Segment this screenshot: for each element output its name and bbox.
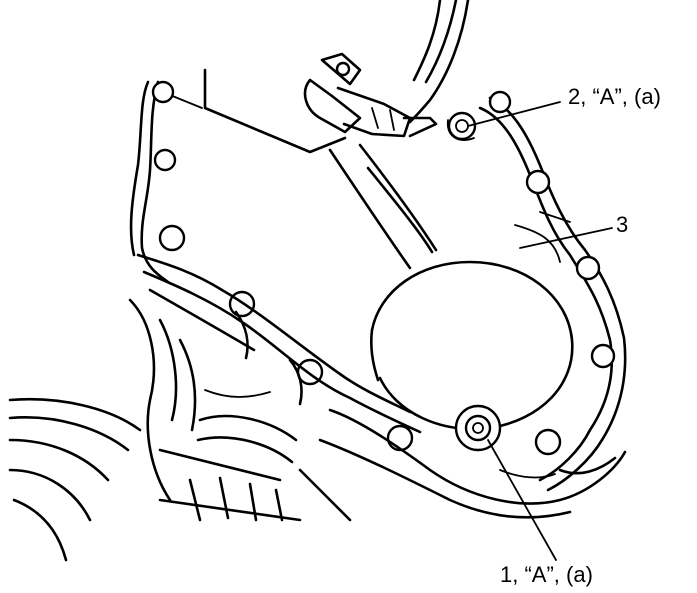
leader-line-1	[487, 439, 557, 561]
cover-ribs	[328, 143, 438, 270]
bolt-1	[454, 404, 502, 452]
callout-label-1: 1, “A”, (a)	[500, 562, 593, 587]
callout-label-3: 3	[616, 212, 629, 237]
round-cover-cap	[369, 260, 574, 431]
housing-outline	[129, 68, 627, 492]
callout-label-2: 2, “A”, (a)	[568, 84, 661, 109]
leader-line-3	[519, 227, 613, 249]
lower-flange	[136, 253, 627, 519]
leader-lines	[467, 101, 613, 561]
wire-harness	[408, 0, 470, 124]
bolt-2	[446, 111, 477, 141]
connector-screw	[335, 61, 351, 77]
lower-casing	[8, 298, 352, 562]
sensor-connector	[303, 52, 438, 138]
leader-line-2	[467, 101, 561, 127]
